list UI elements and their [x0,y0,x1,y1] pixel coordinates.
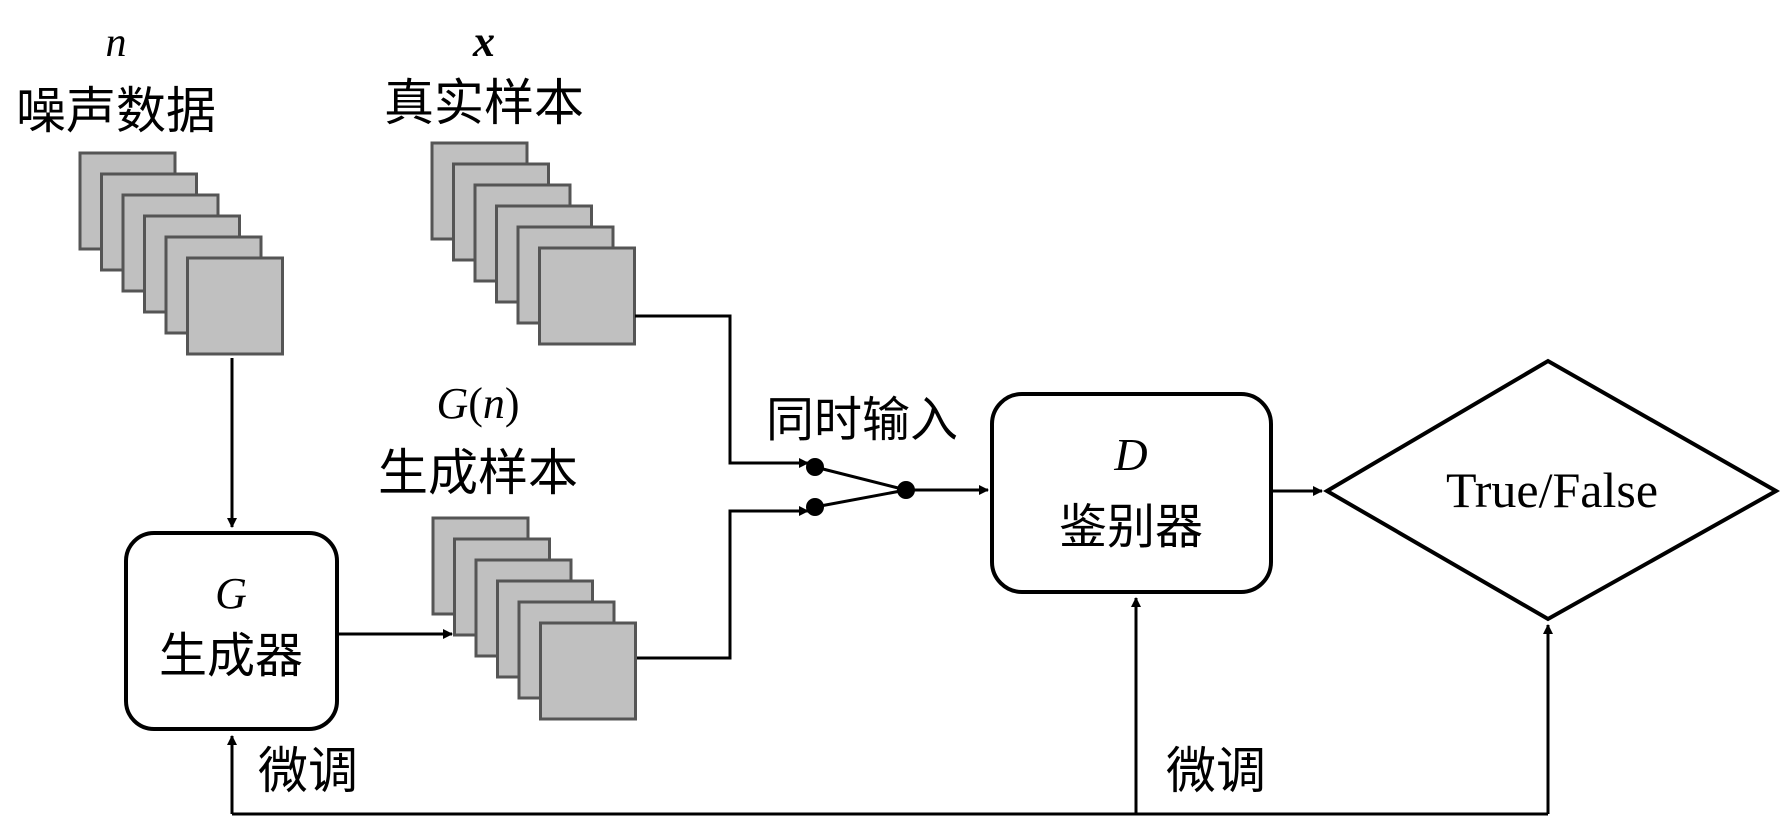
switch-dot-output [897,481,915,499]
generated-symbol: G(n) [436,379,519,428]
noise-symbol: n [106,20,127,66]
line-real-to-switch [635,314,809,468]
noise-label: 噪声数据 [16,82,216,140]
stack-card [186,256,284,356]
line-generated-to-switch [637,506,809,660]
switch-label: 同时输入 [766,392,958,448]
stack-card [539,621,637,721]
stack-card [538,246,636,346]
generated-sample-stack [431,516,637,721]
generator-label: 生成器 [159,628,303,684]
switch-dot-lower [806,498,824,516]
output-label: True/False [1446,462,1658,518]
discriminator-symbol: D [1113,429,1147,480]
generator-node: G 生成器 [124,531,339,731]
connectors [227,314,1553,816]
real-symbol: x [472,17,495,66]
generator-symbol: G [215,569,247,618]
real-label: 真实样本 [384,74,584,132]
discriminator-label: 鉴别器 [1059,499,1203,555]
feedback-label-right: 微调 [1166,742,1266,800]
real-sample-stack [430,141,636,346]
switch-dot-upper [806,458,824,476]
generated-label: 生成样本 [378,444,578,502]
discriminator-node: D 鉴别器 [990,392,1273,594]
output-diamond: True/False [1323,358,1780,622]
noise-data-stack [78,151,284,356]
switch-lower [814,488,907,509]
feedback-label-left: 微调 [258,742,358,800]
switch-arm [814,465,907,492]
